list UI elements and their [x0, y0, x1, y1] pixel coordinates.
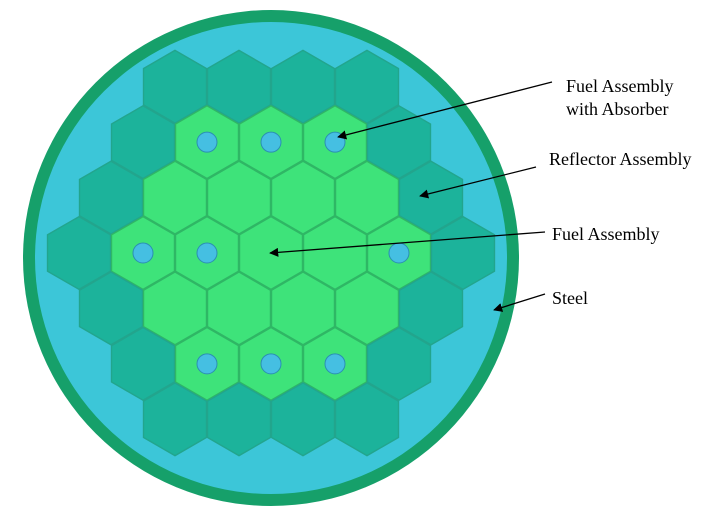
assembly-grid	[46, 49, 496, 457]
absorber-rod	[260, 353, 282, 375]
reflector-assembly	[398, 271, 464, 346]
fuel-assembly	[334, 160, 400, 235]
fuel-assembly	[142, 160, 208, 235]
reflector-assembly	[334, 49, 400, 124]
absorber-rod	[196, 353, 218, 375]
reflector-assembly	[78, 271, 144, 346]
absorber-rod	[132, 242, 154, 264]
fuel-label: Fuel Assembly	[552, 224, 660, 244]
reflector-assembly	[430, 215, 496, 291]
steel-arrow	[493, 293, 546, 312]
fuel-assembly	[142, 271, 208, 346]
annotations: Fuel Assembly with Absorber Reflector As…	[269, 76, 691, 312]
absorber-rod	[324, 353, 346, 375]
fuel-assembly	[302, 215, 368, 291]
reflector-arrow	[419, 166, 537, 199]
absorber-arrow	[337, 81, 553, 140]
reflector-assembly	[206, 382, 272, 457]
fuel-arrow	[269, 231, 546, 257]
absorber-rod	[324, 131, 346, 153]
absorber-rod	[260, 131, 282, 153]
fuel-assembly	[206, 271, 272, 346]
reflector-assembly	[206, 49, 272, 124]
reflector-assembly	[334, 382, 400, 457]
fuel-assembly	[206, 160, 272, 235]
reflector-assembly	[110, 104, 176, 180]
steel-label: Steel	[552, 288, 588, 308]
reflector-assembly	[366, 326, 432, 402]
reflector-assembly	[270, 49, 336, 124]
reflector-assembly	[398, 160, 464, 235]
reflector-assembly	[78, 160, 144, 235]
absorber-rod	[388, 242, 410, 264]
fuel-assembly	[334, 271, 400, 346]
absorber-label-line1: Fuel Assembly	[566, 76, 674, 96]
reflector-assembly	[366, 104, 432, 180]
reflector-assembly	[46, 215, 112, 291]
reflector-assembly	[110, 326, 176, 402]
reflector-assembly	[142, 49, 208, 124]
reflector-assembly	[142, 382, 208, 457]
absorber-rod	[196, 242, 218, 264]
absorber-rod	[196, 131, 218, 153]
fuel-assembly	[270, 271, 336, 346]
reflector-label: Reflector Assembly	[549, 149, 691, 169]
absorber-label-line2: with Absorber	[566, 99, 669, 119]
reflector-assembly	[270, 382, 336, 457]
fuel-assembly	[270, 160, 336, 235]
